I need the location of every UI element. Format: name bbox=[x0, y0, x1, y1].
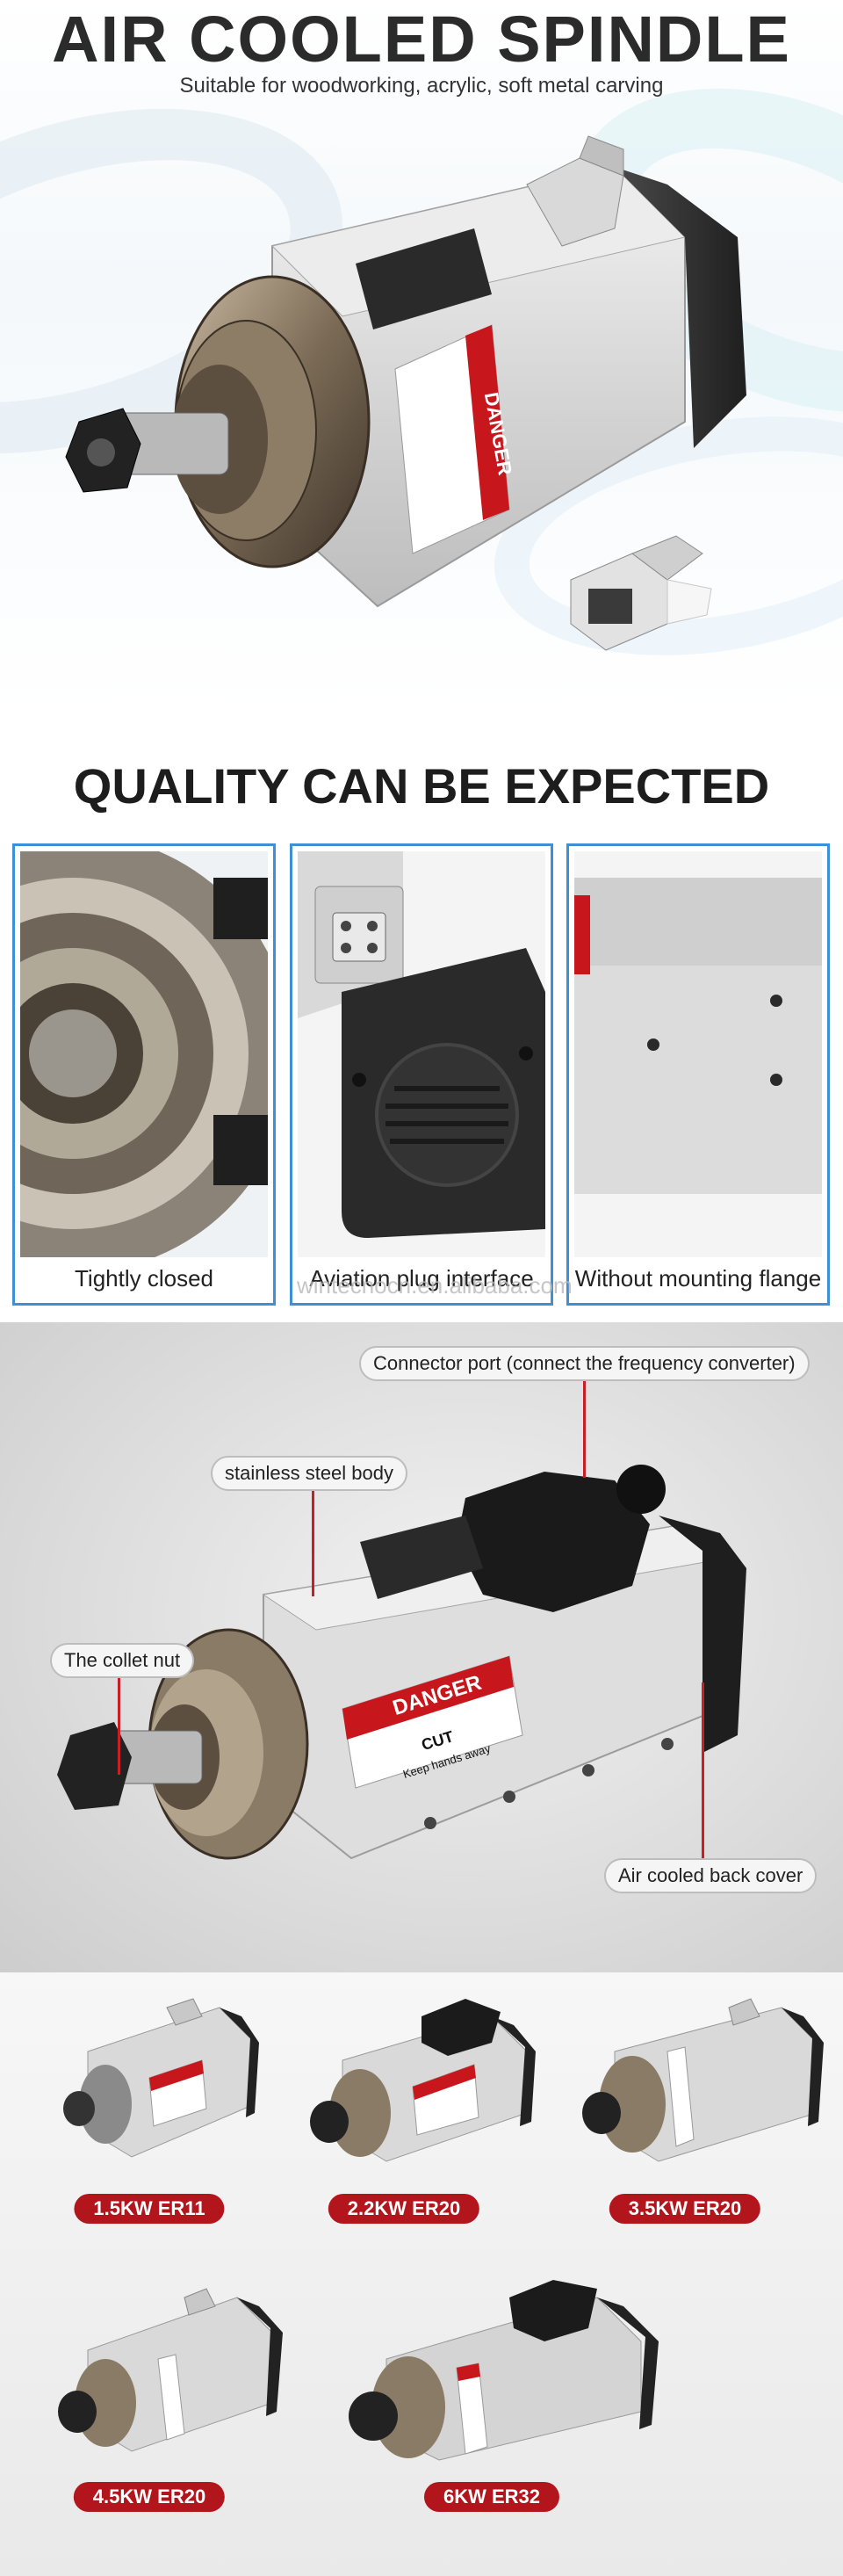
callout-collet-nut: The collet nut bbox=[50, 1643, 195, 1678]
callout-connector-port: Connector port (connect the frequency co… bbox=[359, 1346, 810, 1381]
models-section: 1.5KW ER11 2.2KW ER20 3.5KW ER20 4.5KW E… bbox=[0, 1972, 843, 2576]
feature-caption: Without mounting flange bbox=[574, 1265, 822, 1292]
model-badge: 3.5KW ER20 bbox=[609, 2194, 761, 2224]
labelled-diagram-section: DANGER CUT Keep hands away Connector por… bbox=[0, 1322, 843, 1972]
model-badge: 2.2KW ER20 bbox=[328, 2194, 480, 2224]
feature-panel-no-flange: Without mounting flange bbox=[566, 843, 830, 1306]
spindle-hero-image: DANGER bbox=[65, 135, 746, 608]
watermark: wintecnocn.en.alibaba.com bbox=[297, 1272, 573, 1299]
feature-panel-aviation-plug: Aviation plug interface bbox=[290, 843, 553, 1306]
callout-leader-line bbox=[702, 1682, 704, 1858]
model-badge: 4.5KW ER20 bbox=[73, 2482, 226, 2512]
aviation-plug-image bbox=[570, 535, 712, 651]
feature-caption: Tightly closed bbox=[75, 1265, 213, 1292]
hero-section: AIR COOLED SPINDLE Suitable for woodwork… bbox=[0, 0, 843, 712]
model-badge: 6KW ER32 bbox=[423, 2482, 560, 2512]
flange-closeup-image bbox=[20, 851, 268, 1257]
model-image-6kw bbox=[349, 2280, 659, 2461]
spindle-diagram-image: DANGER CUT Keep hands away bbox=[57, 1465, 746, 1860]
callout-back-cover: Air cooled back cover bbox=[604, 1858, 818, 1893]
model-image-3-5kw bbox=[582, 1998, 824, 2162]
callout-leader-line bbox=[118, 1678, 120, 1775]
model-badge: 1.5KW ER11 bbox=[74, 2194, 225, 2224]
model-image-2-2kw bbox=[310, 1999, 536, 2162]
page-title: AIR COOLED SPINDLE bbox=[52, 3, 791, 76]
feature-panel-tightly-closed: Tightly closed bbox=[12, 843, 276, 1306]
model-image-1-5kw bbox=[63, 1998, 259, 2158]
plug-closeup-image bbox=[298, 851, 545, 1257]
body-underside-image bbox=[574, 851, 822, 1257]
callout-stainless-steel-body: stainless steel body bbox=[211, 1456, 407, 1491]
page-subtitle: Suitable for woodworking, acrylic, soft … bbox=[179, 74, 664, 98]
model-image-4-5kw bbox=[58, 2288, 283, 2452]
feature-caption: Aviation plug interface bbox=[309, 1265, 534, 1292]
quality-title: QUALITY CAN BE EXPECTED bbox=[73, 758, 770, 814]
callout-leader-line bbox=[312, 1491, 314, 1596]
callout-leader-line bbox=[583, 1381, 586, 1478]
